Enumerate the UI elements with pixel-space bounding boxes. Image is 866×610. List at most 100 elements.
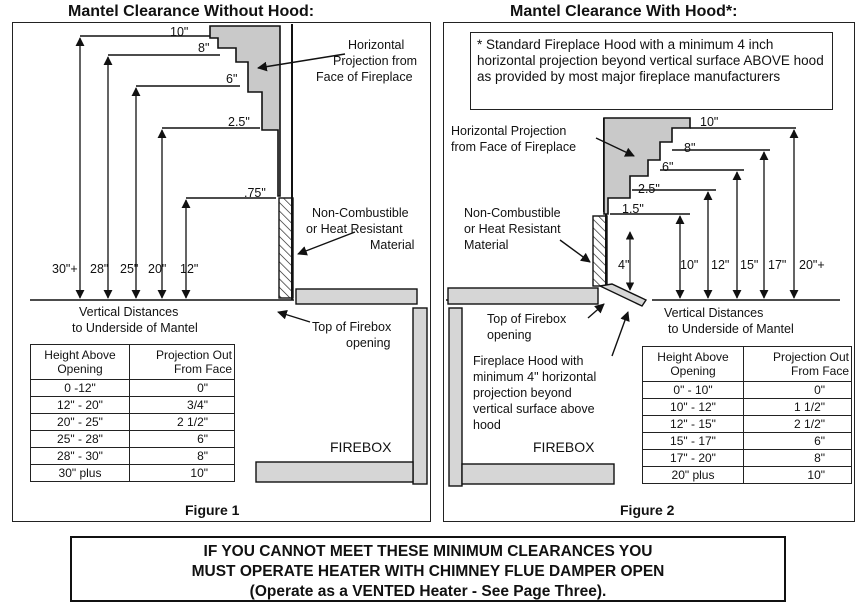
table-cell: 12" - 15" bbox=[642, 415, 744, 433]
fig1-label-noncombustible: Non-Combustible bbox=[312, 206, 409, 220]
fig2-hood bbox=[597, 283, 648, 307]
table-row: 28" - 30"8" bbox=[30, 447, 235, 465]
fig2-label-noncombustible: Non-Combustible bbox=[464, 206, 561, 220]
fig2-label-hood: Fireplace Hood with bbox=[473, 354, 584, 368]
fig1-step-label: 8" bbox=[198, 41, 210, 55]
table-row: 12" - 15"2 1/2" bbox=[642, 415, 852, 433]
table-cell: 6" bbox=[743, 432, 852, 450]
fig2-label-hood: hood bbox=[473, 418, 501, 432]
fig1-label-top-firebox: Top of Firebox bbox=[312, 320, 392, 334]
table-cell: 3/4" bbox=[129, 396, 235, 414]
table-cell: 20" plus bbox=[642, 466, 744, 484]
fig2-label-hood: vertical surface above bbox=[473, 402, 595, 416]
fig2-label-projection: Horizontal Projection bbox=[451, 124, 567, 138]
warning-banner: IF YOU CANNOT MEET THESE MINIMUM CLEARAN… bbox=[70, 536, 786, 602]
fig1-step-label: 10" bbox=[170, 25, 189, 39]
fig2-label-hood: projection beyond bbox=[473, 386, 572, 400]
table-cell: 2 1/2" bbox=[743, 415, 852, 433]
table-cell: 8" bbox=[743, 449, 852, 467]
fig1-label-firebox: FIREBOX bbox=[330, 439, 392, 455]
table-row: 0" - 10"0" bbox=[642, 381, 852, 399]
fig2-note: * Standard Fireplace Hood with a minimum… bbox=[470, 32, 833, 110]
table-cell: 0" bbox=[743, 381, 852, 399]
fig2-step-label: 2.5" bbox=[638, 182, 660, 196]
fig1-label-projection: Face of Fireplace bbox=[316, 70, 413, 84]
fig1-label-projection: Projection from bbox=[333, 54, 418, 68]
table-header-row: Height Above Opening Projection Out From… bbox=[642, 346, 852, 382]
fig2-height-label: 20"+ bbox=[799, 258, 825, 272]
fig1-label-vertical: to Underside of Mantel bbox=[72, 321, 198, 335]
fig2-label-top-firebox: Top of Firebox bbox=[487, 312, 567, 326]
fig1-height-label: 20" bbox=[148, 262, 167, 276]
fig2-step-label: 10" bbox=[700, 115, 719, 129]
table-header: Height Above Opening bbox=[642, 346, 744, 382]
fig2-hood-depth-label: 4" bbox=[618, 258, 630, 272]
fig2-mantel bbox=[603, 117, 691, 215]
table-row: 12" - 20"3/4" bbox=[30, 396, 235, 414]
fig2-height-label: 12" bbox=[711, 258, 730, 272]
table-cell: 0" - 10" bbox=[642, 381, 744, 399]
fig2-label-noncombustible: or Heat Resistant bbox=[464, 222, 561, 236]
fig1-label-projection: Horizontal bbox=[348, 38, 405, 52]
fig2-step-label: 6" bbox=[662, 160, 674, 174]
banner-line: (Operate as a VENTED Heater - See Page T… bbox=[249, 583, 607, 600]
fig1-label-vertical: Vertical Distances bbox=[79, 305, 179, 319]
fig2-label-noncombustible: Material bbox=[464, 238, 509, 252]
fig1-firebox-top bbox=[295, 288, 418, 305]
fig2-label-top-firebox: opening bbox=[487, 328, 532, 342]
table-cell: 15" - 17" bbox=[642, 432, 744, 450]
fig1-step-label: 2.5" bbox=[228, 115, 250, 129]
fig2-label-vertical: to Underside of Mantel bbox=[668, 322, 794, 336]
table-row: 20" - 25"2 1/2" bbox=[30, 413, 235, 431]
table-cell: 12" - 20" bbox=[30, 396, 130, 414]
fig2-table: Height Above Opening Projection Out From… bbox=[642, 346, 852, 484]
table-row: 17" - 20"8" bbox=[642, 449, 852, 467]
table-header: Height Above Opening bbox=[30, 344, 130, 380]
fig1-height-label: 28" bbox=[90, 262, 109, 276]
table-row: 15" - 17"6" bbox=[642, 432, 852, 450]
fig1-table: Height Above Opening Projection Out From… bbox=[30, 344, 235, 482]
banner-line: MUST OPERATE HEATER WITH CHIMNEY FLUE DA… bbox=[191, 563, 665, 580]
table-cell: 30" plus bbox=[30, 464, 130, 482]
fig1-step-label: 6" bbox=[226, 72, 238, 86]
fig1-height-label: 30"+ bbox=[52, 262, 78, 276]
table-cell: 10" bbox=[743, 466, 852, 484]
fig2-height-label: 15" bbox=[740, 258, 759, 272]
fig1-height-label: 25" bbox=[120, 262, 139, 276]
fig2-noncombustible bbox=[592, 215, 608, 287]
table-cell: 20" - 25" bbox=[30, 413, 130, 431]
fig2-label-firebox: FIREBOX bbox=[533, 439, 595, 455]
fig2-height-label: 10" bbox=[680, 258, 699, 272]
table-cell: 1 1/2" bbox=[743, 398, 852, 416]
fig2-label-vertical: Vertical Distances bbox=[664, 306, 764, 320]
fig1-label-noncombustible: or Heat Resistant bbox=[306, 222, 403, 236]
table-cell: 10" - 12" bbox=[642, 398, 744, 416]
table-header: Projection Out From Face bbox=[743, 346, 852, 382]
fig1-firebox-wall bbox=[412, 307, 428, 485]
figure1-title: Mantel Clearance Without Hood: bbox=[68, 3, 315, 20]
table-cell: 17" - 20" bbox=[642, 449, 744, 467]
table-cell: 28" - 30" bbox=[30, 447, 130, 465]
fig2-label-projection: from Face of Fireplace bbox=[451, 140, 577, 154]
table-cell: 10" bbox=[129, 464, 235, 482]
fig2-caption: Figure 2 bbox=[620, 502, 675, 518]
table-header-row: Height Above Opening Projection Out From… bbox=[30, 344, 235, 380]
fig2-step-label: 8" bbox=[684, 141, 696, 155]
table-row: 0 -12"0" bbox=[30, 379, 235, 397]
banner-line: IF YOU CANNOT MEET THESE MINIMUM CLEARAN… bbox=[203, 543, 653, 560]
fig1-height-label: 12" bbox=[180, 262, 199, 276]
fig1-step-label: .75" bbox=[244, 186, 266, 200]
table-row: 10" - 12"1 1/2" bbox=[642, 398, 852, 416]
fig2-height-label: 17" bbox=[768, 258, 787, 272]
fig2-step-label: 1.5" bbox=[622, 202, 644, 216]
fig1-label-noncombustible: Material bbox=[370, 238, 415, 252]
fig1-label-top-firebox: opening bbox=[346, 336, 391, 350]
table-header: Projection Out From Face bbox=[129, 344, 235, 380]
figure2-title: Mantel Clearance With Hood*: bbox=[510, 3, 738, 20]
fig1-hearth bbox=[255, 461, 414, 483]
fig2-label-hood: minimum 4" horizontal bbox=[473, 370, 597, 384]
